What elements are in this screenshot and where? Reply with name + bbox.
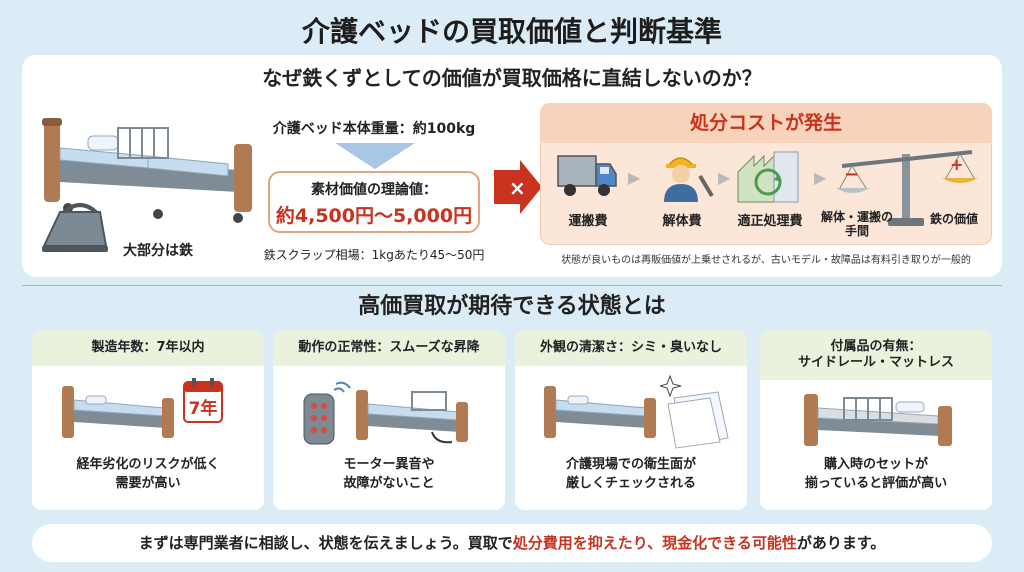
card-text-line: 介護現場での衛生面が [565,457,696,472]
balance-left-label: 解体・運搬の手間 [820,210,893,239]
iron-label: 大部分は鉄 [123,243,193,259]
card-text: 経年劣化のリスクが低く 需要が高い [32,456,264,494]
iron-icon [42,203,108,252]
card-text-line: 購入時のセットが [823,457,928,472]
bottom-banner: まずは専門業者に相談し、状態を伝えましょう。買取で処分費用を抑えたり、現金化でき… [32,524,992,562]
cross-arrow-icon: × [494,160,542,214]
down-arrow-icon [335,143,415,169]
svg-text:×: × [509,176,526,200]
truck-icon [557,155,617,196]
cost-item-disposal: 適正処理費 [737,214,803,229]
divider [22,285,1002,286]
card-head: 付属品の有無： サイドレール・マットレス [760,330,992,380]
card-text-line: 経年劣化のリスクが低く [76,457,220,472]
card-head: 外観の清潔さ：シミ・臭いなし [515,330,747,366]
card-head: 製造年数：7年以内 [32,330,264,366]
card-text: モーター異音や 故障がないこと [273,456,505,494]
card-text-line: 厳しくチェックされる [565,475,696,491]
recycle-icon [737,151,799,203]
card-text-line: モーター異音や [343,457,435,472]
card-text-line: 故障がないこと [343,475,435,491]
card-text: 購入時のセットが 揃っていると評価が高い [760,456,992,494]
card-head-line: サイドレール・マットレス [797,355,954,370]
material-value: 約4,500円〜5,000円 [275,205,473,227]
cost-item-transport: 運搬費 [568,214,608,229]
bed-icon [356,390,468,444]
bed-icon [62,386,174,438]
bottom-text: まずは専門業者に相談し、状態を伝えましょう。買取で [138,534,513,552]
cost-title: 処分コストが発生 [540,103,992,143]
svg-text:−: − [844,164,859,185]
card-text: 介護現場での衛生面が 厳しくチェックされる [515,456,747,494]
weight-label: 介護ベッド本体重量：約100kg [272,121,476,137]
cost-item-dismantle: 解体費 [662,214,702,229]
years-badge: 7年 [188,399,218,419]
cost-note: 状態が良いものは再販価値が上乗せされるが、古いモデル・故障品は有料引き取りが一般… [561,255,971,266]
worker-icon [664,157,714,202]
scrap-rate: 鉄スクラップ相場：1kgあたり45〜50円 [263,248,485,262]
question-title: なぜ鉄くずとしての価値が買取価格に直結しないのか？ [262,66,762,90]
remote-control-icon [303,381,351,445]
svg-text:+: + [950,155,963,174]
material-value-label: 素材価値の理論値： [311,182,437,198]
chevron-right-icon: ▶ [628,168,641,187]
card-text-line: 揃っていると評価が高い [804,475,948,491]
page-title: 介護ベッドの買取価値と判断基準 [301,15,722,48]
balance-scale-icon: − + [836,150,978,226]
bed-with-side-rail-icon [804,394,952,446]
balance-right-label: 鉄の価値 [929,212,978,226]
card-head-line: 付属品の有無： [830,338,922,354]
chevron-right-icon: ▶ [814,168,827,187]
material-value-box: 素材価値の理論値： 約4,500円〜5,000円 [268,171,480,233]
card-text-line: 需要が高い [115,475,181,491]
bed-icon [544,386,656,438]
bottom-text-end: があります。 [796,534,886,552]
chevron-right-icon: ▶ [718,168,731,187]
bottom-highlight: 処分費用を抑えたり、現金化できる可能性 [512,534,797,552]
section2-title: 高価買取が期待できる状態とは [358,294,666,319]
calendar-icon [183,378,223,423]
card-head: 動作の正常性：スムーズな昇降 [273,330,505,366]
clean-sheet-icon [660,374,729,449]
care-bed-icon [42,118,252,223]
